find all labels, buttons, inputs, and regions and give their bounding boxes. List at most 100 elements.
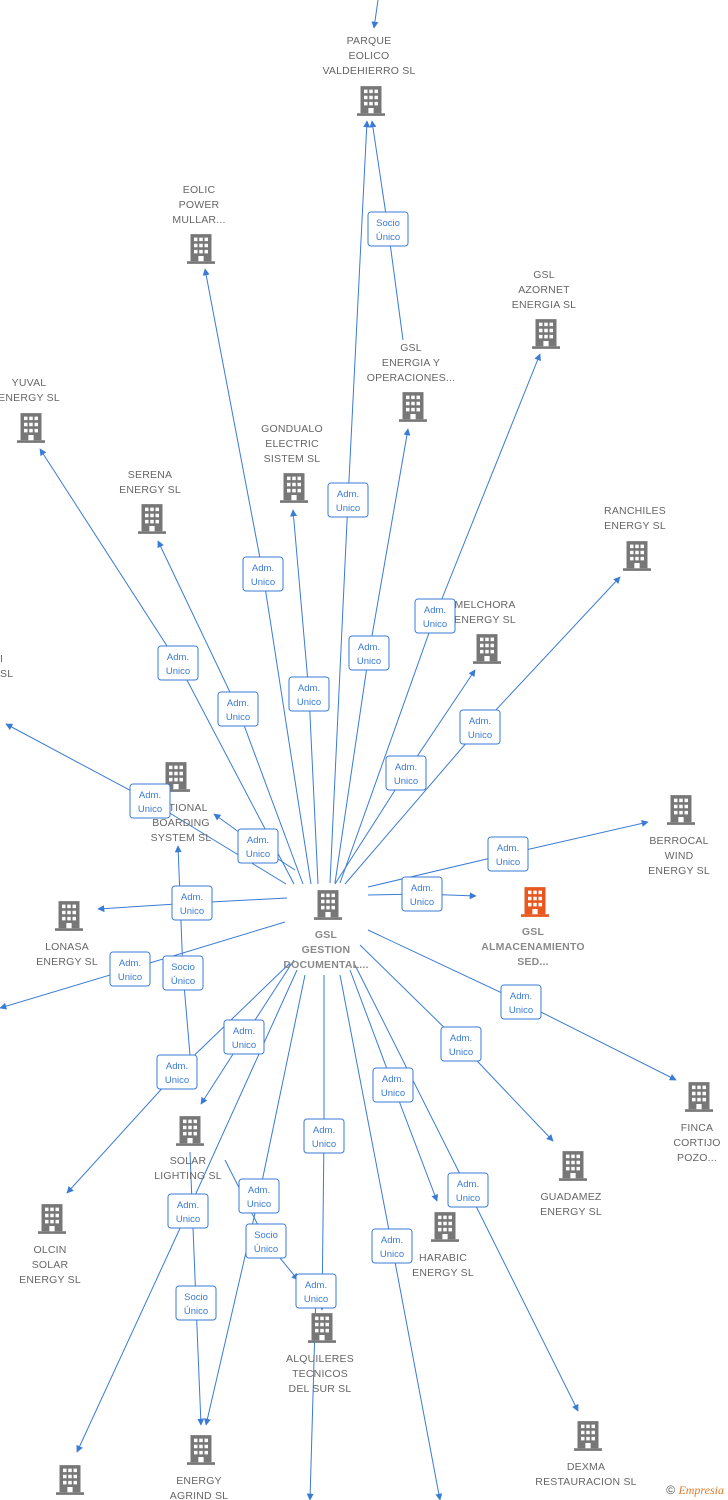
node-center[interactable]: GSLGESTIONDOCUMENTAL...: [283, 890, 368, 971]
edge-label[interactable]: Adm. Unico: [171, 885, 213, 921]
edge-label-text: Unico: [297, 697, 321, 708]
edge-label[interactable]: Adm.Unico: [401, 876, 443, 912]
edge-label-text: Unico: [468, 730, 492, 741]
edge-label[interactable]: Adm.Unico: [372, 1067, 414, 1103]
edge-label[interactable]: Adm.Unico: [327, 482, 369, 518]
edge-label[interactable]: Adm.Unico: [487, 836, 529, 872]
edge-label-text: Adm.: [119, 958, 141, 969]
edge-label[interactable]: Adm.Unico: [242, 556, 284, 592]
edge-label[interactable]: Adm. Unico: [223, 1019, 265, 1055]
edge-label-text: Unico: [180, 906, 204, 917]
edge-label[interactable]: Adm.Unico: [440, 1026, 482, 1062]
building-icon: [667, 795, 695, 825]
edge-label[interactable]: Adm.Unico: [500, 984, 542, 1020]
edge-label[interactable]: Adm.Unico: [348, 635, 390, 671]
edge-label-box: [487, 836, 529, 872]
edge-label-text: Adm.: [337, 489, 359, 500]
node-label: EOLICO: [349, 50, 390, 62]
node-almacen[interactable]: GSLALMACENAMIENTOSED...: [481, 887, 585, 968]
edge-label[interactable]: Adm. Unico: [156, 1054, 198, 1090]
edge-label-text: Adm.: [313, 1125, 335, 1136]
edge-label[interactable]: Adm.Unico: [217, 691, 259, 727]
node-label: GONDUALO: [261, 423, 323, 435]
edge-label[interactable]: Adm. Unico: [109, 951, 151, 987]
edge-label-box: [175, 1285, 217, 1321]
edge-label[interactable]: Adm.Unico: [238, 1178, 280, 1214]
node-label: SED...: [517, 956, 549, 968]
node-label: SOLAR: [32, 1259, 69, 1271]
edge-label[interactable]: Adm.Unico: [371, 1228, 413, 1264]
edge-label[interactable]: Adm.Unico: [295, 1273, 337, 1309]
edge-label-text: Unico: [509, 1005, 533, 1016]
edge-label[interactable]: Adm.Unico: [385, 755, 427, 791]
edge-label-text: Adm.: [181, 892, 203, 903]
node-label: ENERGY SL: [454, 614, 516, 626]
edge-label-box: [371, 1228, 413, 1264]
edge-label-text: Unico: [165, 1075, 189, 1086]
edge-label-text: Unico: [118, 972, 142, 983]
node-bottomleft[interactable]: [56, 1465, 84, 1495]
edge-label-box: [171, 885, 213, 921]
node-label: ELECTRIC: [265, 438, 319, 450]
edge-label-box: [401, 876, 443, 912]
node-finca[interactable]: FINCACORTIJOPOZO...: [673, 1082, 720, 1164]
edge-label-text: Unico: [166, 666, 190, 677]
edge-label-text: Adm.: [166, 1061, 188, 1072]
node-label: ENERGY SL: [36, 956, 98, 968]
node-leftcut[interactable]: ISL: [0, 653, 13, 680]
building-icon: [187, 234, 215, 264]
edge-label[interactable]: Adm.Unico: [459, 709, 501, 745]
copyright-symbol: ©: [666, 1483, 676, 1497]
edge-label[interactable]: Adm.Unico: [447, 1172, 489, 1208]
building-icon: [532, 319, 560, 349]
edge-label[interactable]: Adm.Unico: [129, 783, 171, 819]
building-icon: [308, 1313, 336, 1343]
node-eolic[interactable]: EOLICPOWERMULLAR...: [172, 184, 225, 264]
edge-label-text: Adm.: [177, 1200, 199, 1211]
edge-label[interactable]: Adm.Unico: [237, 828, 279, 864]
edge-label-box: [447, 1172, 489, 1208]
edges-layer: [0, 0, 677, 1500]
node-label: POWER: [179, 199, 220, 211]
node-label: ENERGY SL: [19, 1274, 81, 1286]
node-label: AGRIND SL: [170, 1490, 228, 1500]
edge-label-text: Adm.: [247, 835, 269, 846]
node-label: GSL: [533, 269, 555, 281]
edge-label[interactable]: Adm.Unico: [414, 598, 456, 634]
edge-label[interactable]: Adm. Unico: [167, 1193, 209, 1229]
node-label: AZORNET: [518, 284, 570, 296]
edge-label-text: Adm.: [457, 1179, 479, 1190]
edge-label[interactable]: Adm.Unico: [288, 676, 330, 712]
edge-label-text: Unico: [176, 1214, 200, 1225]
edge-label-text: Unico: [232, 1040, 256, 1051]
edge-label-text: Adm.: [227, 698, 249, 709]
edge-label[interactable]: Adm.Unico: [303, 1118, 345, 1154]
edge-label-text: Socio: [376, 218, 400, 229]
edge-label-text: Adm.: [233, 1026, 255, 1037]
edge-label[interactable]: Adm.Unico: [157, 645, 199, 681]
building-icon: [357, 86, 385, 116]
edge-line: [174, 845, 191, 1056]
brand-logo[interactable]: Empresia: [678, 1483, 724, 1497]
